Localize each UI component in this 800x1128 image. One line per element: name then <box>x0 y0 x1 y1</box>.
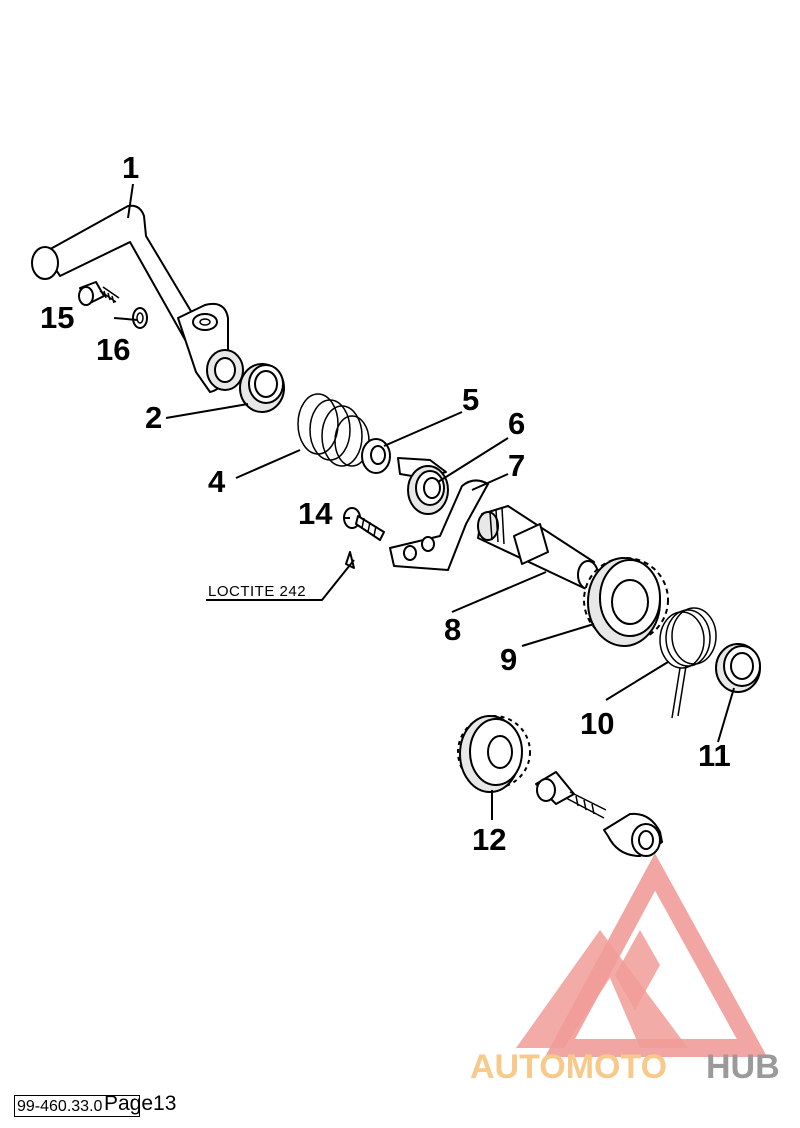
part-label-15: 15 <box>40 300 74 335</box>
spacer-drawing <box>715 643 761 693</box>
part-label-9: 9 <box>500 642 517 677</box>
watermark-text-automoto: AUTOMOTO <box>470 1048 667 1086</box>
idler-gear-drawing <box>457 715 531 793</box>
bushing-drawing <box>239 363 285 413</box>
leader-lines <box>113 183 735 820</box>
watermark-text-hub: HUB <box>706 1048 780 1086</box>
guide-plate-drawing <box>389 479 489 571</box>
part-label-4: 4 <box>208 464 226 499</box>
watermark-logo: AUTOMOTO HUB <box>470 853 780 1086</box>
loctite-note: LOCTITE 242 <box>208 583 306 600</box>
torsion-spring-drawing <box>659 607 717 719</box>
idler-bolt-drawing <box>535 771 663 857</box>
part-label-11: 11 <box>698 738 731 773</box>
part-label-5: 5 <box>462 382 479 417</box>
lock-washer-drawing <box>132 307 148 329</box>
spring-drawing <box>297 393 370 467</box>
clamp-bolt-drawing <box>78 281 120 306</box>
part-label-16: 16 <box>96 332 130 367</box>
washer-drawing <box>361 438 391 474</box>
part-label-7: 7 <box>508 448 525 483</box>
part-label-2: 2 <box>145 400 162 435</box>
kick-shaft-drawing <box>477 505 599 590</box>
part-label-1: 1 <box>122 150 139 185</box>
part-label-6: 6 <box>508 406 525 441</box>
part-label-12: 12 <box>472 822 506 857</box>
ratchet-drawing <box>397 457 449 515</box>
kick-lever-drawing <box>31 204 244 393</box>
page-number: Page13 <box>104 1092 177 1115</box>
part-label-14: 14 <box>298 496 333 531</box>
part-label-8: 8 <box>444 612 461 647</box>
part-label-10: 10 <box>580 706 614 741</box>
kick-gear-drawing <box>583 557 669 647</box>
document-code: 99-460.33.0 <box>14 1095 140 1117</box>
